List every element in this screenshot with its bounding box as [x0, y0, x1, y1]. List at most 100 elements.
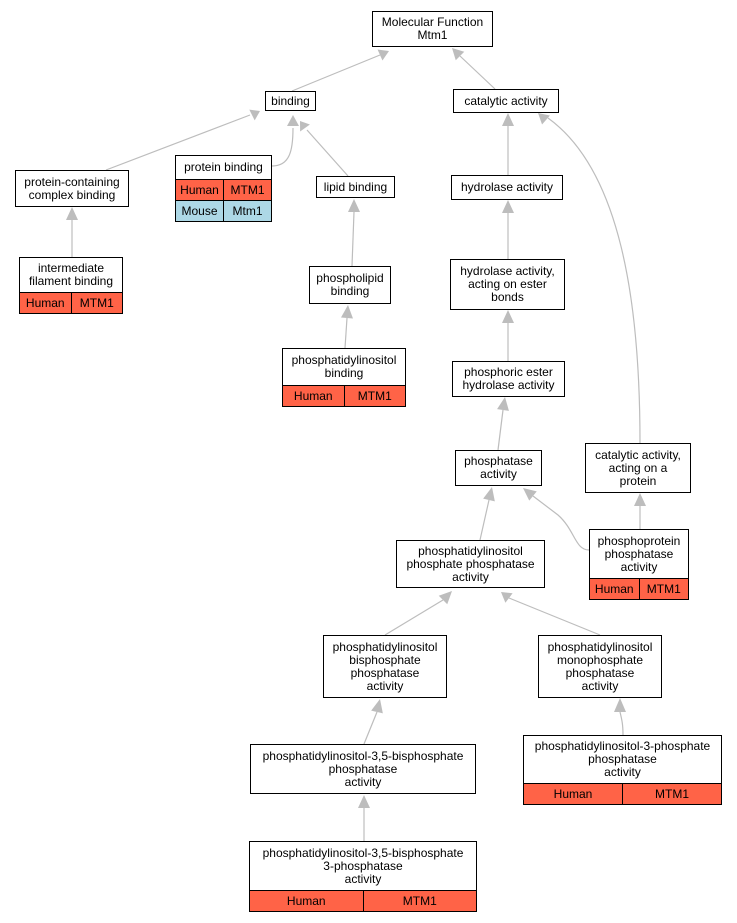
species-cell: Mouse [181, 204, 218, 218]
edge-phosphatase-to-phos_ester [497, 409, 504, 451]
arrowhead-pi35bp3-to-pi35bp [358, 795, 370, 808]
arrowhead-ppp-to-cat_protein [634, 493, 646, 506]
species-row: Mouse Mtm1 [176, 200, 271, 221]
node-pipp[interactable]: phosphatidylinositol phosphate phosphata… [396, 540, 545, 588]
node-label: phosphoprotein phosphatase activity [597, 533, 681, 574]
arrowhead-pibp-to-pipp [438, 591, 452, 605]
arrowhead-phospholipid-to-lipid [348, 199, 360, 212]
node-label: catalytic activity, acting on a protein [595, 447, 681, 488]
arrowhead-hydro_ester-to-hydrolase [502, 200, 514, 213]
node-phosphatase[interactable]: phosphatase activity [455, 450, 542, 486]
species-cell: Human [286, 894, 326, 908]
node-label: phosphatidylinositol-3-phosphate phospha… [534, 739, 711, 779]
node-catalytic[interactable]: catalytic activity [453, 89, 559, 113]
species-cell: Human [594, 582, 634, 596]
gene-cell: MTM1 [70, 293, 123, 313]
node-cat-protein[interactable]: catalytic activity, acting on a protein [585, 443, 691, 493]
node-label: protein binding [184, 160, 263, 174]
node-label: phospholipid binding [316, 271, 384, 298]
node-label: Molecular Function Mtm1 [381, 15, 484, 42]
arrowhead-phos_ester-to-hydro_ester [502, 310, 514, 323]
species-cell: Human [180, 183, 219, 197]
node-label: phosphatidylinositol monophosphate phosp… [547, 639, 653, 693]
arrowhead-cat_protein-to-catalytic [538, 113, 550, 125]
edge-pimp-to-pipp [508, 597, 601, 636]
species-cell: Human [25, 296, 65, 310]
edge-catalytic-to-root [459, 55, 496, 90]
node-lipid[interactable]: lipid binding [316, 176, 395, 198]
node-pi35bp[interactable]: phosphatidylinositol-3,5-bisphosphate ph… [250, 744, 476, 794]
node-label: lipid binding [323, 179, 388, 194]
arrowhead-ifb-to-pcb [66, 207, 78, 220]
edge-cat_protein-to-catalytic [547, 117, 641, 444]
gene-cell: MTM1 [343, 386, 406, 406]
node-phospholipid[interactable]: phospholipid binding [309, 266, 391, 304]
node-label: phosphatidylinositol phosphate phosphata… [406, 543, 535, 584]
species-row: Human MTM1 [590, 578, 688, 599]
edge-pipp-to-phosphatase [479, 499, 490, 541]
gene-cell: MTM1 [622, 784, 721, 804]
arrowhead-catalytic-to-root [452, 48, 465, 61]
arrowhead-pi35bp-to-pibp [371, 699, 383, 714]
node-label: phosphatase activity [464, 454, 533, 481]
node-label: catalytic activity [464, 93, 548, 108]
arrowhead-pcb-to-binding [249, 109, 260, 121]
node-hydro-ester[interactable]: hydrolase activity, acting on ester bond… [450, 259, 565, 310]
node-hydrolase[interactable]: hydrolase activity [451, 175, 563, 200]
node-label: hydrolase activity [460, 180, 554, 194]
node-pimp[interactable]: phosphatidylinositol monophosphate phosp… [538, 635, 662, 698]
gene-cell: MTM1 [223, 180, 271, 200]
species-row: Human MTM1 [250, 890, 476, 911]
arrowhead-phosphatase-to-phos_ester [497, 397, 509, 411]
species-row: Human MTM1 [176, 179, 271, 200]
node-label: phosphoric ester hydrolase activity [462, 365, 555, 392]
edge-binding-to-root [291, 54, 381, 92]
node-label: hydrolase activity, acting on ester bond… [460, 264, 555, 304]
arrowhead-hydrolase-to-catalytic [502, 113, 514, 126]
arrowhead-protein_binding-to-binding [287, 115, 299, 126]
edge-pi_binding-to-phospholipid [344, 317, 348, 349]
edge-pcb-to-binding [105, 114, 251, 171]
node-pi3p[interactable]: phosphatidylinositol-3-phosphate phospha… [523, 735, 722, 805]
node-label: intermediate filament binding [28, 261, 114, 288]
node-label: phosphatidylinositol-3,5-bisphosphate ph… [262, 748, 464, 789]
edge-phospholipid-to-lipid [351, 211, 355, 267]
arrowhead-binding-to-root [377, 49, 389, 61]
node-pi35bp3[interactable]: phosphatidylinositol-3,5-bisphosphate 3-… [249, 841, 477, 912]
arrowhead-ppp-to-phosphatase [523, 488, 537, 501]
node-label: phosphatidylinositol binding [291, 353, 397, 380]
arrowhead-pi_binding-to-phospholipid [341, 305, 353, 319]
node-label: phosphatidylinositol bisphosphate phosph… [332, 639, 438, 693]
gene-cell: MTM1 [638, 579, 689, 599]
species-cell: Human [553, 787, 593, 801]
edge-pi3p-to-pimp [619, 711, 624, 736]
species-row: Human MTM1 [524, 783, 721, 804]
edge-ppp-to-phosphatase [532, 495, 590, 551]
edge-protein_binding-to-binding [271, 127, 294, 167]
species-cell: Human [293, 389, 333, 403]
node-label: phosphatidylinositol-3,5-bisphosphate 3-… [262, 845, 464, 886]
species-row: Human MTM1 [283, 385, 405, 406]
gene-cell: MTM1 [362, 891, 477, 911]
edge-lipid-to-binding [306, 129, 349, 177]
node-label: protein-containing complex binding [24, 174, 120, 202]
arrowhead-lipid-to-binding [300, 121, 310, 132]
node-binding[interactable]: binding [265, 91, 316, 111]
species-row: Human MTM1 [20, 292, 122, 313]
node-pcb[interactable]: protein-containing complex binding [15, 170, 129, 207]
gene-cell: Mtm1 [223, 201, 271, 221]
arrowhead-pimp-to-pipp [501, 592, 513, 603]
node-pibp[interactable]: phosphatidylinositol bisphosphate phosph… [323, 635, 447, 698]
node-root[interactable]: Molecular Function Mtm1 [372, 11, 493, 47]
node-label: binding [271, 93, 310, 108]
edge-pibp-to-pipp [384, 599, 444, 636]
edge-pi35bp-to-pibp [363, 711, 378, 745]
arrowhead-pipp-to-phosphatase [483, 487, 495, 502]
node-phos-ester[interactable]: phosphoric ester hydrolase activity [452, 361, 565, 397]
arrowhead-pi3p-to-pimp [614, 698, 626, 712]
